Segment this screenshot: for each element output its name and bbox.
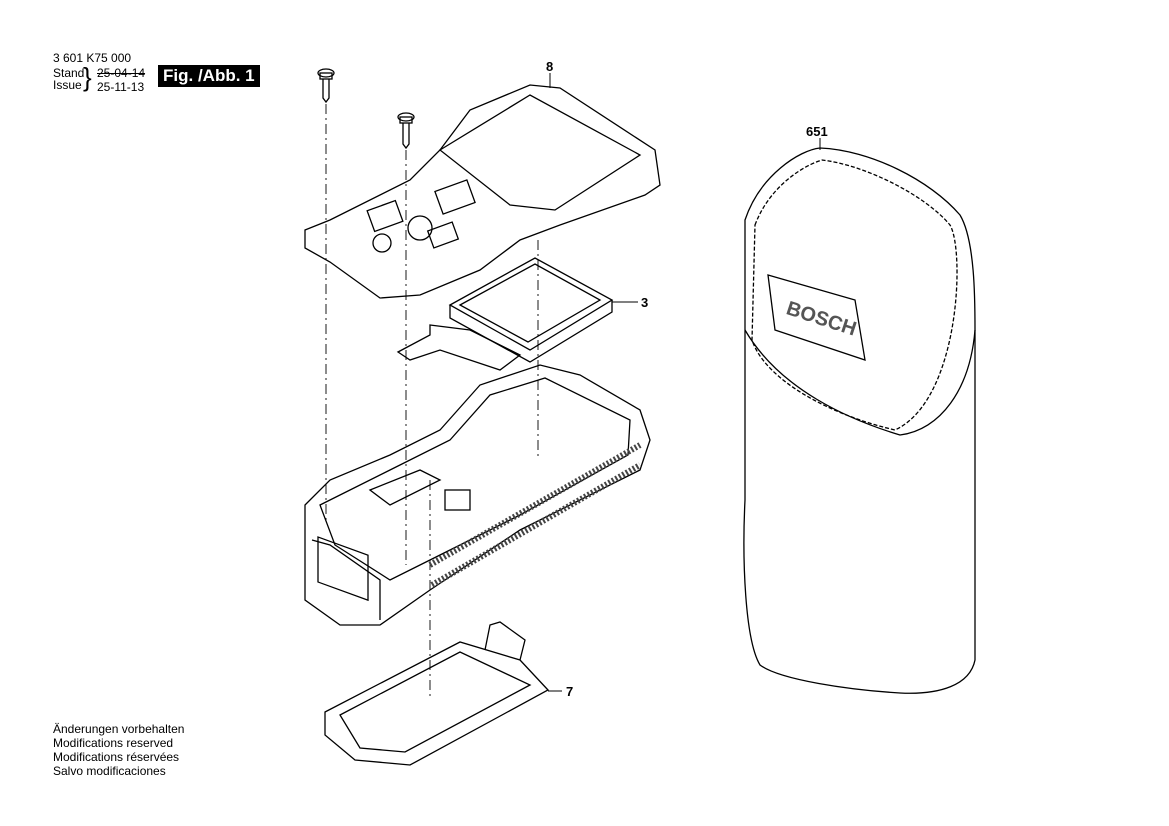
callout-3: 3 bbox=[641, 295, 649, 310]
part-number: 3 601 K75 000 bbox=[53, 51, 132, 65]
battery-cover-part-7 bbox=[324, 621, 550, 766]
issue-label: Issue bbox=[53, 78, 82, 92]
screw-left bbox=[317, 68, 335, 104]
footer-line-de: Änderungen vorbehalten bbox=[53, 722, 185, 736]
issue-date: 25-11-13 bbox=[97, 80, 145, 94]
callout-7: 7 bbox=[566, 684, 574, 699]
footer-line-fr: Modifications réservées bbox=[53, 750, 180, 764]
pouch-part-651 bbox=[743, 138, 976, 694]
screw-right bbox=[397, 112, 415, 150]
display-part-3 bbox=[396, 257, 614, 371]
figure-label: Fig. /Abb. 1 bbox=[158, 65, 260, 87]
footer-line-es: Salvo modificaciones bbox=[53, 764, 166, 778]
callout-8: 8 bbox=[546, 59, 554, 74]
callout-651: 651 bbox=[806, 124, 828, 139]
top-cover-part-8 bbox=[304, 84, 661, 299]
housing bbox=[304, 364, 651, 626]
stand-date: 25-04-14 bbox=[97, 66, 146, 80]
stand-label: Stand bbox=[53, 66, 85, 80]
footer-line-en: Modifications reserved bbox=[53, 736, 174, 750]
brace: } bbox=[83, 62, 92, 92]
